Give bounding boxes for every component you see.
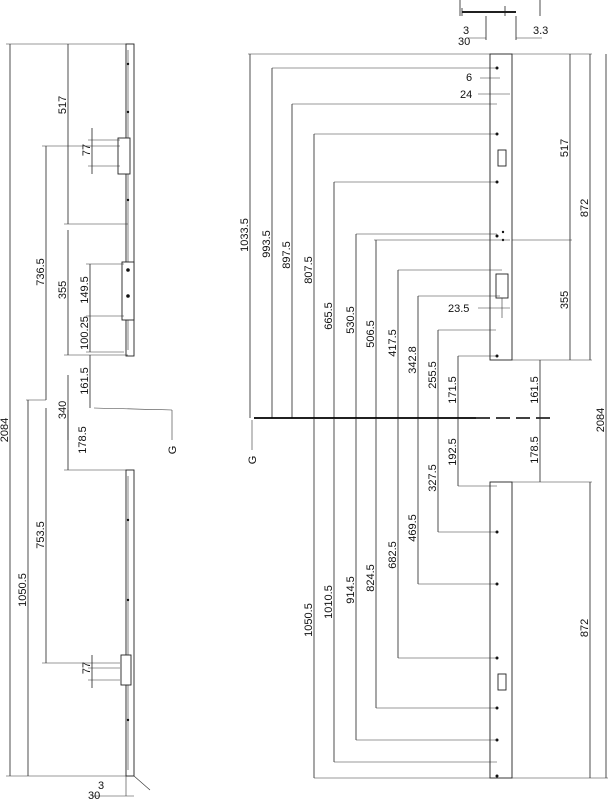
dim-327-5-right: 327.5 [427,464,439,492]
dim-469-5-right: 469.5 [407,514,419,542]
dim-665-5-right: 665.5 [323,302,335,330]
dim-23-5-right: 23.5 [448,303,469,315]
dim-161-5-left: 161.5 [79,367,91,395]
dim-897-5-right: 897.5 [281,241,293,269]
dim-417-5-right: 417.5 [387,329,399,357]
dim-77-bottom-left: 77 [81,662,93,674]
dim-530-5-right: 530.5 [345,306,357,334]
dim-161-5-right: 161.5 [529,376,541,404]
lower-rail-left [125,469,135,777]
dim-342-8-right: 342.8 [407,346,419,374]
dim-506-5-right: 506.5 [365,320,377,348]
main-keep-right [495,273,509,299]
dim-100-25-left: 100.25 [79,316,91,350]
lower-plate-right [489,481,513,779]
main-lock-case-left [121,261,135,321]
dim-178-5-left: 178.5 [77,426,89,454]
right-view: 6 24 1033.5 993.5 897.5 807.5 665.5 530.… [239,53,608,779]
dim-872-top-right: 872 [579,199,591,217]
dim-355-right: 355 [559,291,571,309]
reference-g-right: G [247,456,259,465]
dim-824-5-right: 824.5 [365,564,377,592]
dim-517-left: 517 [57,96,69,114]
dim-6-right: 6 [466,72,472,84]
dim-517-right: 517 [559,139,571,157]
dim-682-5-right: 682.5 [387,541,399,569]
dim-171-5-right: 171.5 [447,376,459,404]
dim-178-5-right: 178.5 [529,436,541,464]
dim-914-5-right: 914.5 [345,576,357,604]
profile-detail: 3 30 3.3 [458,0,548,48]
dim-3-3-top-detail: 3.3 [533,25,548,37]
dim-3-top-detail: 3 [463,25,469,37]
dim-255-5-right: 255.5 [427,361,439,389]
dim-1050-5-left: 1050.5 [17,573,29,607]
dim-993-5-right: 993.5 [261,230,273,258]
dim-1050-5-right: 1050.5 [303,603,315,637]
upper-keep-slot-right [497,149,507,167]
dim-753-5-left: 753.5 [35,521,47,549]
dim-149-5-left: 149.5 [79,276,91,304]
dim-736-5-left: 736.5 [35,258,47,286]
dim-2084-right: 2084 [595,408,607,432]
dim-1010-5-right: 1010.5 [323,585,335,619]
dim-1033-5-right: 1033.5 [239,218,251,252]
upper-plate-right [489,53,513,361]
dim-192-5-right: 192.5 [447,438,459,466]
hook-bolt-upper-left [117,137,131,175]
hook-bolt-lower-left [120,654,132,686]
dim-2084-left: 2084 [0,418,11,442]
dim-30-top-detail: 30 [458,36,470,48]
reference-g-left: G [167,446,179,455]
left-view: 2084 517 77 736.5 355 [0,43,179,800]
dim-340-left: 340 [57,401,69,419]
dim-807-5-right: 807.5 [303,256,315,284]
dim-24-right: 24 [460,89,472,101]
upper-rail-left [125,43,135,357]
dim-77-top-left: 77 [81,144,93,156]
dim-30-left-bottom: 30 [88,790,100,800]
dim-355-left: 355 [57,281,69,299]
dim-872-bottom-right: 872 [579,619,591,637]
dim-3-left-bottom: 3 [98,780,104,792]
lower-keep-slot-right [497,673,507,691]
